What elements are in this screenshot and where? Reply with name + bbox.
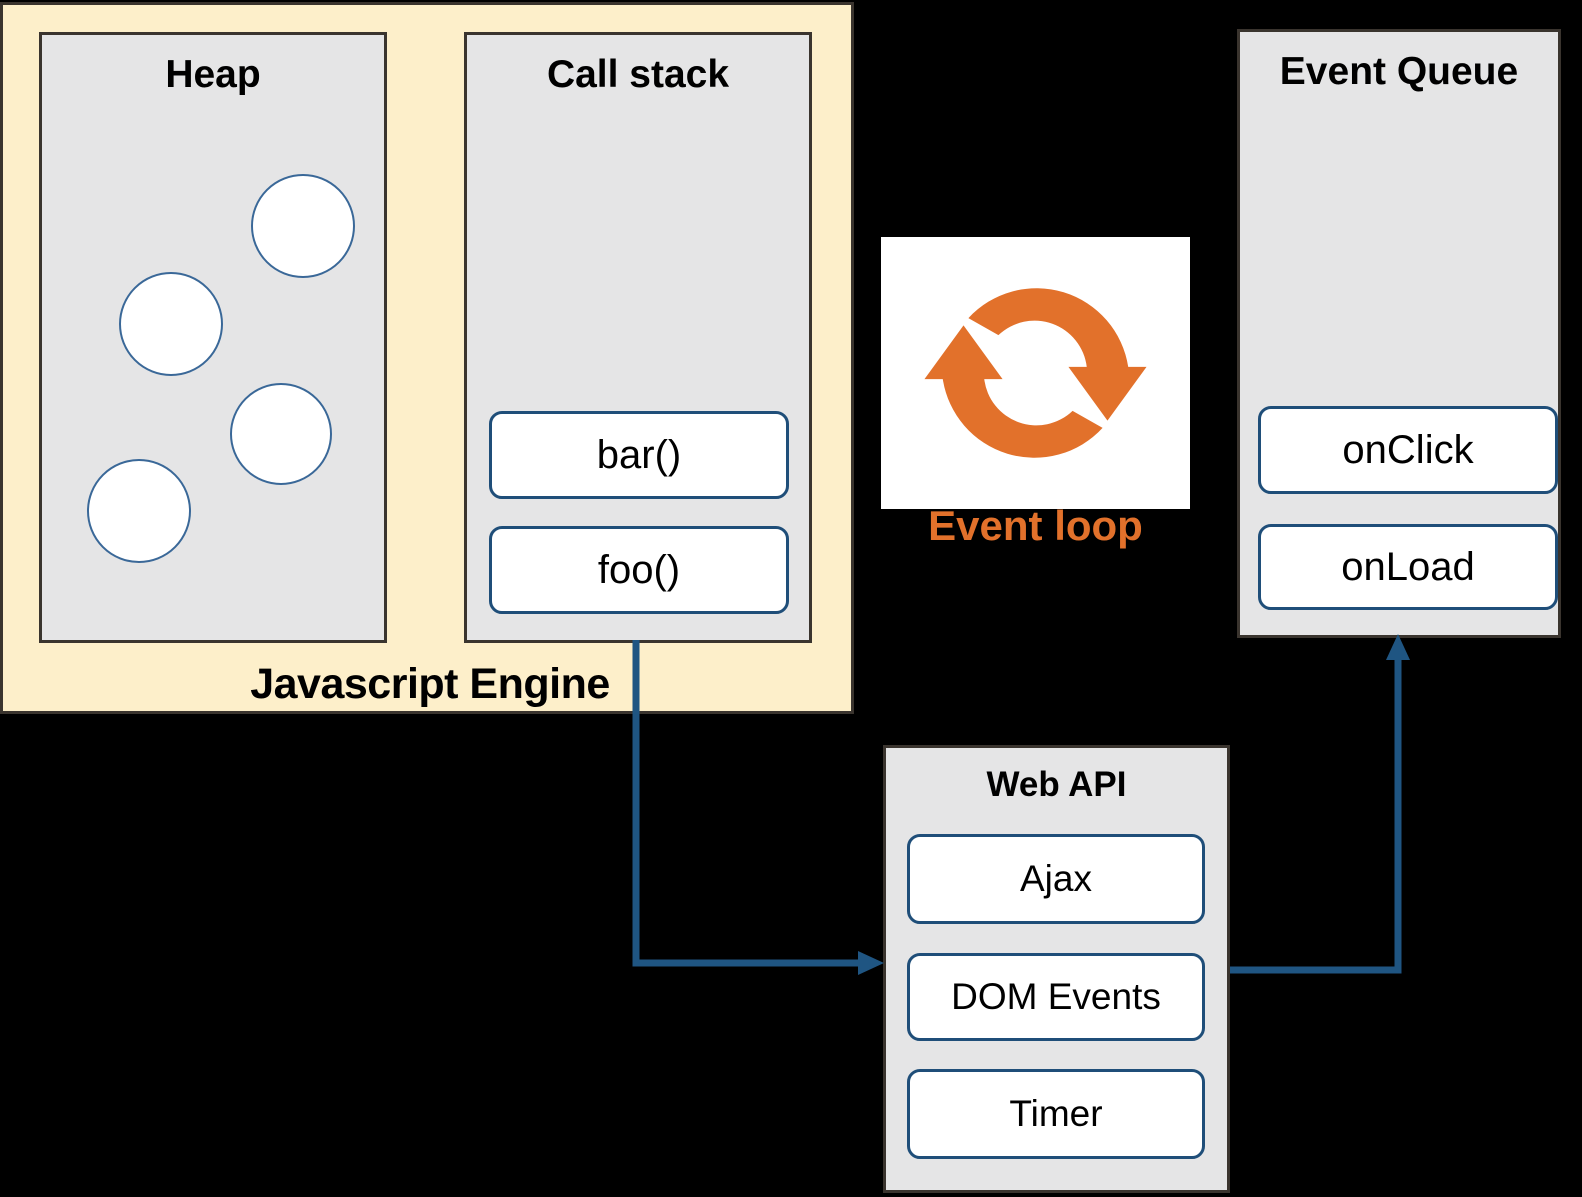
heap-panel: Heap: [39, 32, 387, 643]
call-stack-title: Call stack: [546, 53, 730, 96]
stack-frame-foo[interactable]: foo(): [489, 526, 789, 614]
javascript-engine-panel: Heap Call stack bar() foo() Javascript E…: [0, 2, 854, 714]
heap-object: [119, 272, 223, 376]
web-api-item-dom-events[interactable]: DOM Events: [907, 953, 1205, 1041]
heap-title: Heap: [165, 53, 261, 96]
heap-object: [251, 174, 355, 278]
web-api-item-ajax[interactable]: Ajax: [907, 834, 1205, 924]
event-loop-card: [881, 237, 1190, 509]
stack-frame-bar[interactable]: bar(): [489, 411, 789, 499]
web-api-title: Web API: [986, 765, 1127, 804]
circular-arrows-icon: [924, 288, 1147, 458]
heap-object: [230, 383, 332, 485]
web-api-item-timer[interactable]: Timer: [907, 1069, 1205, 1159]
event-queue-item-onload[interactable]: onLoad: [1258, 524, 1558, 610]
call-stack-panel: Call stack bar() foo(): [464, 32, 812, 643]
event-loop-label: Event loop: [928, 502, 1143, 549]
connector-web-api-to-event-queue: [1230, 634, 1410, 974]
event-queue-title: Event Queue: [1279, 50, 1519, 93]
event-queue-panel: Event Queue onClick onLoad: [1237, 29, 1561, 638]
javascript-engine-label: Javascript Engine: [250, 660, 610, 708]
event-queue-item-onclick[interactable]: onClick: [1258, 406, 1558, 494]
web-api-panel: Web API Ajax DOM Events Timer: [883, 745, 1230, 1193]
heap-object: [87, 459, 191, 563]
